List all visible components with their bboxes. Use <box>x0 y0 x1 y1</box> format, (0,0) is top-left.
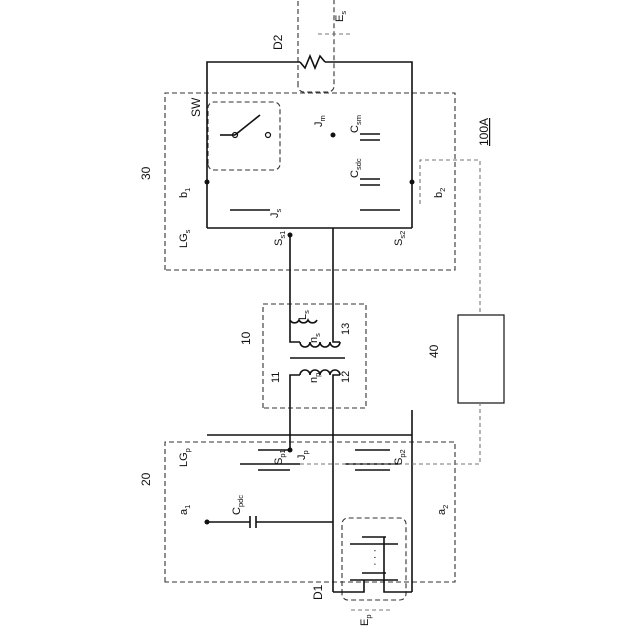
label-a2: a2 <box>436 505 450 515</box>
label-winding-12: 12 <box>340 371 352 383</box>
label-sp2: Sp2 <box>393 449 407 465</box>
label-ss1: Ss1 <box>273 231 287 246</box>
secondary-lead-top <box>290 235 300 342</box>
primary-winding-lead <box>290 375 300 450</box>
d2-lead-left <box>207 62 300 95</box>
label-jm: Jm <box>313 115 327 127</box>
label-b1: b1 <box>178 188 192 198</box>
junction-js <box>288 233 293 238</box>
battery-dots: · · · <box>369 549 381 566</box>
label-block-10: 10 <box>239 331 253 345</box>
node-a1 <box>205 520 210 525</box>
label-csdc: Csdc <box>349 158 363 178</box>
node-b1 <box>205 180 210 185</box>
label-b2: b2 <box>433 188 447 198</box>
label-jp: Jp <box>296 450 310 460</box>
d2-lead-right <box>325 62 412 95</box>
sw-blade <box>235 115 260 135</box>
rotated-diagram: · · · <box>165 0 504 610</box>
label-es: Es <box>334 11 348 22</box>
label-cpdc: Cpdc <box>231 495 245 515</box>
label-ep: Ep <box>359 614 373 626</box>
label-sp1: Sp1 <box>273 449 287 465</box>
label-block-20: 20 <box>139 472 153 486</box>
label-d2: D2 <box>271 34 285 50</box>
junction-jm <box>331 133 336 138</box>
ctrl-line-secondary <box>420 160 480 315</box>
sw-contact-2 <box>266 133 271 138</box>
block-controller <box>458 315 504 403</box>
label-csm: Csm <box>349 115 363 133</box>
primary-winding-return <box>333 375 340 410</box>
ctrl-line-primary <box>300 403 480 464</box>
label-a1: a1 <box>178 505 192 515</box>
label-winding-13: 13 <box>340 323 352 335</box>
d2-resistor <box>300 56 325 68</box>
label-ns: ns <box>308 333 322 343</box>
block-transformer-outline <box>263 304 366 408</box>
primary-pos-rail <box>384 537 412 592</box>
label-sw: SW <box>189 97 203 117</box>
label-block-40: 40 <box>427 344 441 358</box>
labels: 100A 20 10 30 40 11 12 13 np ns Ls D1 Ep… <box>139 11 491 626</box>
label-lgs: LGs <box>178 229 192 248</box>
label-js: Js <box>269 209 283 219</box>
label-ss2: Ss2 <box>393 231 407 246</box>
label-lgp: LGp <box>178 448 192 467</box>
label-block-30: 30 <box>139 166 153 180</box>
secondary-lead-bot <box>333 228 340 342</box>
block-d2-outline <box>298 0 334 92</box>
block-sw-outline <box>208 102 280 170</box>
node-b2 <box>410 180 415 185</box>
label-100a: 100A <box>477 118 491 146</box>
label-ls: Ls <box>297 310 311 320</box>
label-d1: D1 <box>311 584 325 600</box>
label-core-11: 11 <box>270 372 282 383</box>
